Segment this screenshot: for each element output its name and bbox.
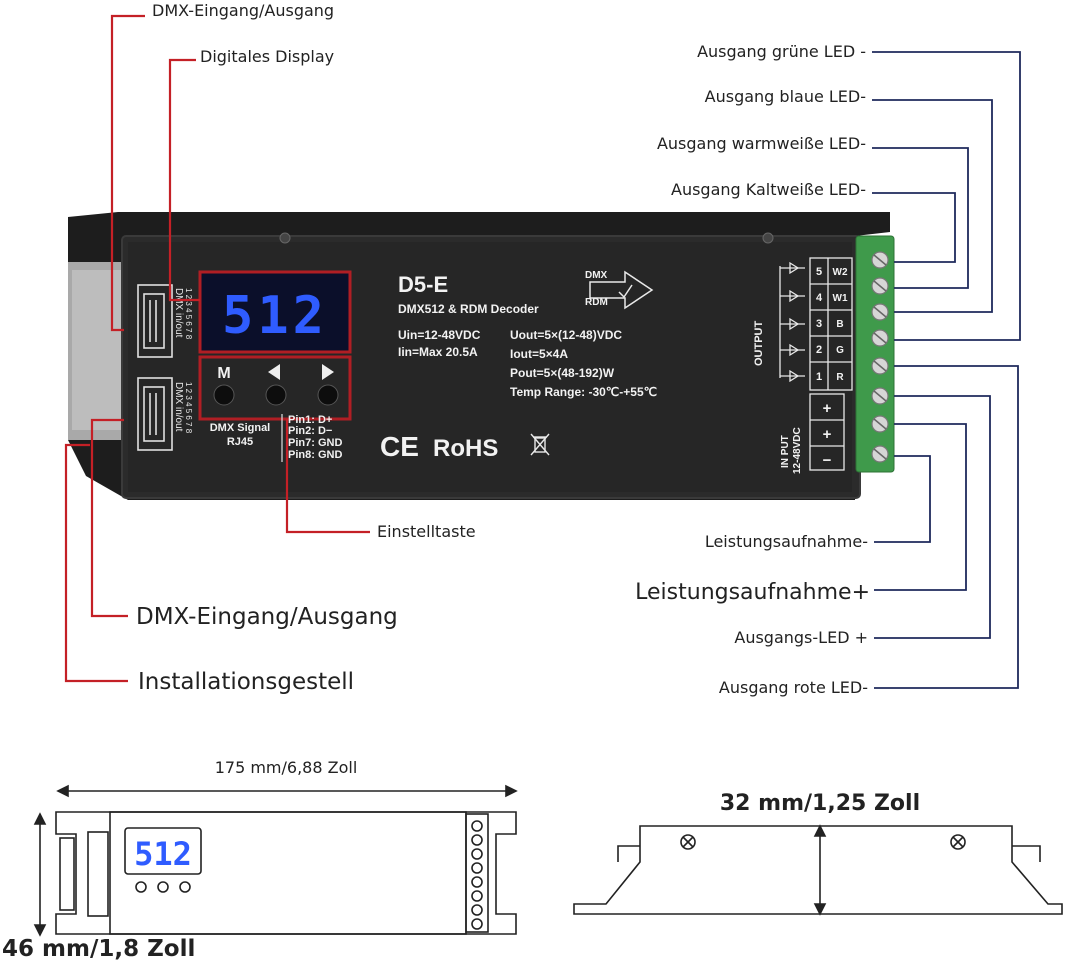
callout-setting-key: Einstelltaste <box>377 522 476 541</box>
arrow-right-icon <box>322 364 334 380</box>
terminal-ch-r: R <box>836 372 844 383</box>
terminal-block <box>855 235 895 473</box>
right-callout-lines <box>872 51 1021 689</box>
dmx-badge: DMX <box>585 270 608 281</box>
spec-uout: Uout=5×(12-48)VDC <box>510 328 622 342</box>
input-voltage-label: 12-48VDC <box>792 427 803 474</box>
callout-warmwhite-led: Ausgang warmweiße LED- <box>657 134 866 153</box>
weee-bin-icon <box>530 433 550 456</box>
dimension-height: 32 mm/1,25 Zoll <box>720 791 920 816</box>
dmx-io-label-bottom: DMX in/out <box>173 382 184 432</box>
rj45-port-top-icon <box>137 284 173 358</box>
input-minus: − <box>823 452 832 469</box>
setting-key-frame <box>198 355 352 421</box>
side-view-drawing <box>573 824 1063 916</box>
callout-coldwhite-led: Ausgang Kaltweiße LED- <box>671 180 866 199</box>
dmx-arrow-icon <box>589 270 654 310</box>
spec-pout: Pout=5×(48-192)W <box>510 366 615 380</box>
pin1-label: Pin1: D+ <box>288 414 332 426</box>
left-callout-lines <box>64 14 370 683</box>
dmx-signal-label: DMX Signal <box>210 422 271 434</box>
dmx-decoder-device: DMX in/out 1 2 3 4 5 6 7 8 DMX in/out 1 … <box>68 212 895 500</box>
callout-dmx-top: DMX-Eingang/Ausgang <box>152 1 334 20</box>
rohs-mark: RoHS <box>433 435 498 462</box>
button-left[interactable] <box>265 384 287 406</box>
terminal-ch-w2: W2 <box>833 267 848 278</box>
output-led-diagram <box>779 261 805 383</box>
spec-iout: Iout=5×4A <box>510 347 568 361</box>
rdm-badge: RDM <box>585 297 608 308</box>
dimension-width: 46 mm/1,8 Zoll <box>2 936 195 962</box>
rj45-label: RJ45 <box>227 436 253 448</box>
callout-blue-led: Ausgang blaue LED- <box>705 87 866 106</box>
spec-temp: Temp Range: -30℃-+55℃ <box>510 385 657 399</box>
input-plus-1: + <box>823 400 832 417</box>
rj45-port-bottom-icon <box>137 377 173 451</box>
terminal-label-grid <box>809 257 853 471</box>
screw-icon <box>762 232 774 244</box>
input-plus-2: + <box>823 426 832 443</box>
arrow-left-icon <box>268 364 280 380</box>
terminal-ch-g: G <box>836 345 844 356</box>
display-readout: 512 <box>222 286 328 346</box>
screw-icon <box>279 232 291 244</box>
callout-dmx-bottom: DMX-Eingang/Ausgang <box>136 604 398 630</box>
model-name: D5-E <box>398 272 448 297</box>
terminal-num-4: 4 <box>816 292 823 304</box>
callout-power-plus: Leistungsaufnahme+ <box>635 580 870 605</box>
top-view-drawing <box>33 784 518 937</box>
spec-iin: Iin=Max 20.5A <box>398 345 478 359</box>
terminal-ch-b: B <box>836 319 843 330</box>
pin2-label: Pin2: D− <box>288 425 332 437</box>
callout-red-led: Ausgang rote LED- <box>719 678 868 697</box>
callout-digital-display: Digitales Display <box>200 47 334 66</box>
check-icon <box>618 284 633 299</box>
pin-numbers-top: 1 2 3 4 5 6 7 8 <box>184 288 193 340</box>
spec-uin: Uin=12-48VDC <box>398 328 481 342</box>
terminal-num-3: 3 <box>816 318 822 330</box>
pin7-label: Pin7: GND <box>288 437 342 449</box>
terminal-num-2: 2 <box>816 344 822 356</box>
output-label: OUTPUT <box>753 321 765 367</box>
terminal-num-5: 5 <box>816 266 822 278</box>
button-m[interactable] <box>213 384 235 406</box>
pin8-label: Pin8: GND <box>288 449 342 461</box>
callout-green-led: Ausgang grüne LED - <box>697 42 866 61</box>
model-subtitle: DMX512 & RDM Decoder <box>398 302 539 316</box>
button-m-label: M <box>217 365 230 382</box>
drawing-display-readout: 512 <box>134 835 192 873</box>
dimension-length: 175 mm/6,88 Zoll <box>215 758 358 777</box>
callout-power-minus: Leistungsaufnahme- <box>705 532 868 551</box>
terminal-num-1: 1 <box>816 371 822 383</box>
pin-numbers-bottom: 1 2 3 4 5 6 7 8 <box>184 382 193 434</box>
dmx-io-label-top: DMX in/out <box>173 288 184 338</box>
button-right[interactable] <box>317 384 339 406</box>
callout-output-plus: Ausgangs-LED + <box>734 628 868 647</box>
ce-mark: CE <box>380 431 419 462</box>
digital-display <box>198 270 352 354</box>
callout-mounting: Installationsgestell <box>138 669 354 695</box>
terminal-ch-w1: W1 <box>833 293 848 304</box>
input-label: IN PUT <box>780 435 791 468</box>
